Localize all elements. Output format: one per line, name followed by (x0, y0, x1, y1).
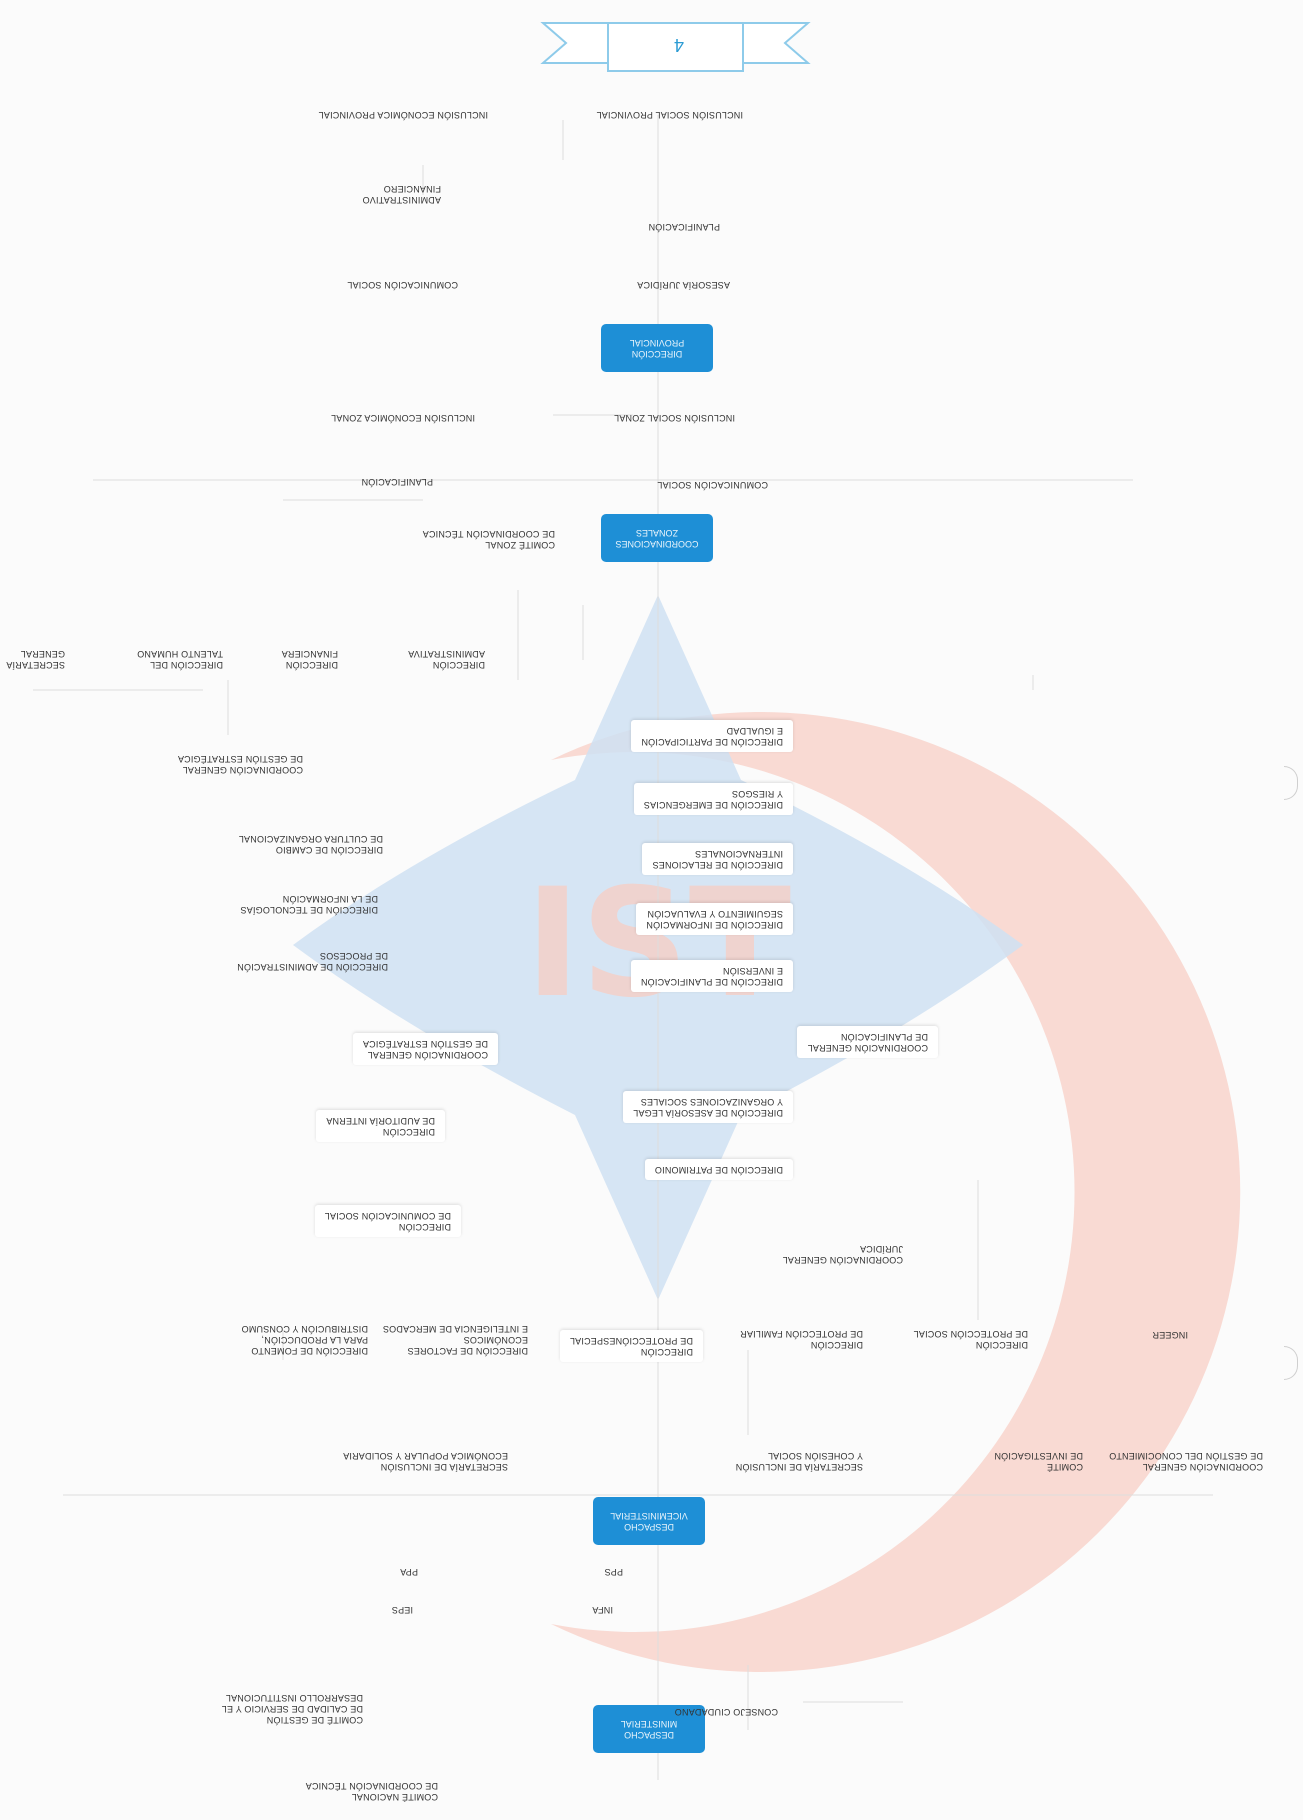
node-dir-emergencias-riesgos: DIRECCIÓN DE EMERGENCIAS Y RIESGOS (633, 783, 793, 815)
node-ingeer: INGEER (1152, 1330, 1188, 1340)
node-inclusion-economica-zonal: INCLUSIÓN ECONÓMICA ZONAL (330, 413, 475, 423)
node-dir-tecnologias-informacion: DIRECCIÓN DE TECNOLOGÍAS DE LA INFORMACI… (240, 894, 378, 915)
watermark-letters: IST (525, 857, 791, 1031)
node-asesoria-juridica: ASESORÍA JURÍDICA (637, 280, 730, 290)
node-dir-asesoria-legal: DIRECCIÓN DE ASESORÍA LEGAL Y ORGANIZACI… (623, 1091, 793, 1123)
hub-despacho-viceministerial: DESPACHO VICEMINISTERIAL (593, 1497, 705, 1545)
node-administrativo-financiero: ADMINISTRATIVO FINANCIERO (362, 184, 441, 205)
node-comite-gestion-calidad: COMITÉ DE GESTIÓN DE CALIDAD DE SERVICIO… (221, 1693, 363, 1725)
binding-mark (1284, 766, 1298, 800)
page-banner (540, 22, 811, 72)
page-number: 4 (674, 35, 685, 56)
node-ieps: IEPS (391, 1605, 413, 1615)
node-coord-gestion-estrategica: COORDINACIÓN GENERAL DE GESTIÓN ESTRATÉG… (177, 754, 303, 775)
node-dir-fomento-produccion: DIRECCIÓN DE FOMENTO PARA LA PRODUCCIÓN,… (241, 1324, 368, 1356)
node-zonal-comunicacion-social: COMUNICACIÓN SOCIAL (657, 480, 768, 490)
node-comite-nacional: COMITÉ NACIONAL DE COORDINACIÓN TÉCNICA (305, 1781, 438, 1802)
node-dir-talento-humano: DIRECCIÓN DEL TALENTO HUMANO (137, 649, 223, 670)
node-dir-relaciones-internacionales: DIRECCIÓN DE RELACIONES INTERNACIONALES (642, 843, 793, 875)
node-ppa: PPA (400, 1567, 418, 1577)
node-sec-inclusion-social: SECRETARÍA DE INCLUSIÓN Y COHESIÓN SOCIA… (735, 1451, 863, 1472)
node-comite-investigacion: COMITÉ DE INVESTIGACIÓN (994, 1451, 1083, 1472)
node-provincial-planificacion: PLANIFICACIÓN (648, 222, 720, 232)
node-dir-proteccion-especial: DIRECCIÓN DE PROTECCIÓNESPECIAL (559, 1330, 703, 1362)
node-dir-administracion-procesos: DIRECCIÓN DE ADMINISTRACIÓN DE PROCESOS (237, 951, 388, 972)
node-provincial-comunicacion-social: COMUNICACIÓN SOCIAL (347, 280, 458, 290)
node-dir-patrimonio: DIRECCIÓN DE PATRIMONIO (644, 1159, 793, 1180)
node-dir-cambio-cultura: DIRECCIÓN DE CAMBIO DE CULTURA ORGANIZAC… (238, 834, 383, 855)
node-dir-comunicacion-social: DIRECCIÓN DE COMUNICACIÓN SOCIAL (314, 1205, 461, 1237)
hub-direccion-provincial: DIRECCIÓN PROVINCIAL (601, 324, 713, 372)
node-coord-gestion-estrategica-inner: COORDINACIÓN GENERAL DE GESTIÓN ESTRATÉG… (352, 1033, 498, 1065)
node-dir-proteccion-social: DIRECCIÓN DE PROTECCIÓN SOCIAL (913, 1329, 1028, 1350)
node-dir-financiera: DIRECCIÓN FINANCIERA (281, 649, 338, 670)
node-pps: PPS (604, 1567, 623, 1577)
node-zonal-planificacion: PLANIFICACIÓN (361, 477, 433, 487)
node-dir-auditoria-interna: DIRECCIÓN DE AUDITORÍA INTERNA (316, 1110, 445, 1142)
node-dir-administrativa: DIRECCIÓN ADMINISTRATIVA (408, 649, 485, 670)
node-inclusion-economica-provincial: INCLUSIÓN ECONÓMICA PROVINCIAL (318, 110, 488, 120)
node-coord-general-planificacion: COORDINACIÓN GENERAL DE PLANIFICACIÓN (797, 1026, 938, 1058)
hub-coordinaciones-zonales: COORDINACIONES ZONALES (601, 514, 713, 562)
node-dir-participacion-igualdad: DIRECCIÓN DE PARTICIPACIÓN E IGUALDAD (631, 720, 793, 752)
node-coord-gestion-conocimiento: COORDINACIÓN GENERAL DE GESTIÓN DEL CONO… (1109, 1451, 1263, 1472)
node-secretaria-general: SECRETARÍA GENERAL (6, 649, 65, 670)
node-consejo-ciudadano: CONSEJO CIUDADANO (674, 1707, 778, 1717)
node-inclusion-social-zonal: INCLUSIÓN SOCIAL ZONAL (613, 413, 735, 423)
watermark-compass-arrow (293, 595, 1023, 1300)
node-infa: INFA (592, 1605, 613, 1615)
node-dir-planificacion-inversion: DIRECCIÓN DE PLANIFICACIÓN E INVERSIÓN (630, 960, 793, 992)
node-dir-proteccion-familiar: DIRECCIÓN DE PROTECCIÓN FAMILIAR (740, 1329, 863, 1350)
node-inclusion-social-provincial: INCLUSIÓN SOCIAL PROVINCIAL (596, 110, 743, 120)
node-dir-informacion-seguimiento: DIRECCIÓN DE INFORMACIÓN SEGUIMIENTO Y E… (636, 903, 793, 935)
binding-mark (1284, 1346, 1298, 1380)
node-coord-general-juridica: COORDINACIÓN GENERAL JURÍDICA (782, 1244, 903, 1265)
node-comite-zonal: COMITÉ ZONAL DE COORDINACIÓN TÉCNICA (422, 529, 555, 550)
node-sec-inclusion-economica: SECRETARÍA DE INCLUSIÓN ECONÓMICA POPULA… (342, 1451, 508, 1472)
node-dir-factores-economicos: DIRECCIÓN DE FACTORES ECONÓMICOS E INTEL… (382, 1324, 528, 1356)
